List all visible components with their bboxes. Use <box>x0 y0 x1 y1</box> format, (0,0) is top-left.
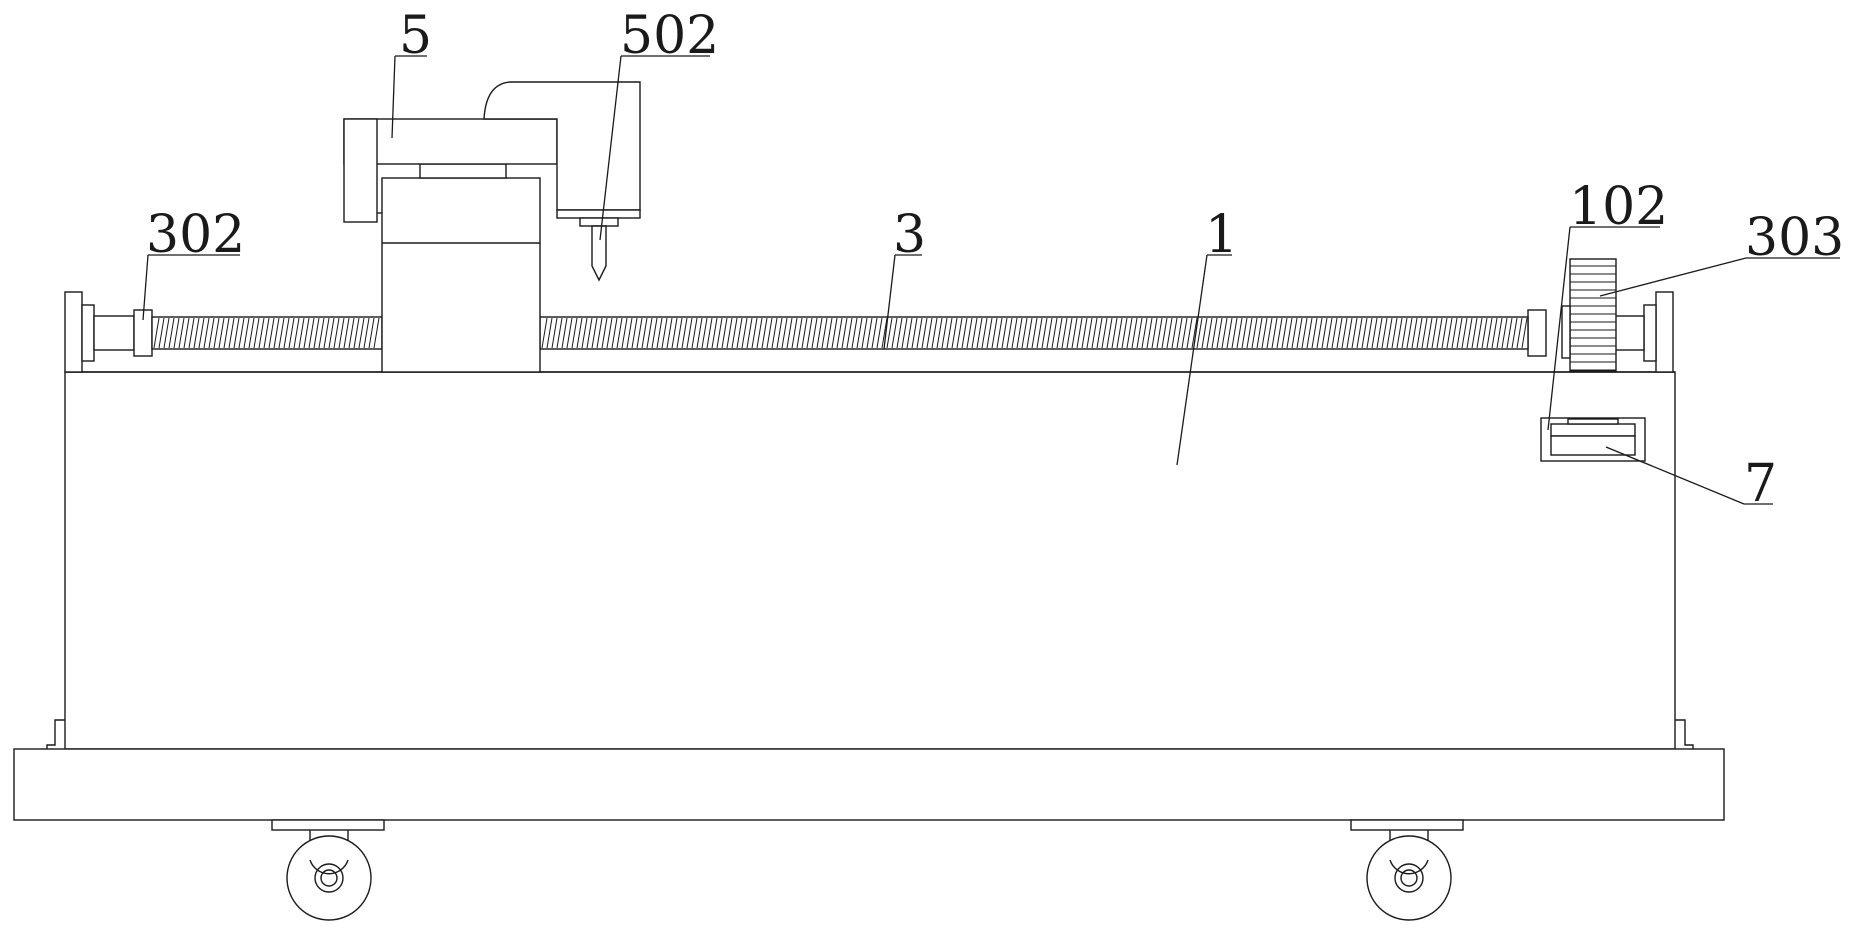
frame-body <box>64 371 1676 750</box>
carriage <box>343 81 641 373</box>
label-bracket: 102 <box>1569 177 1668 237</box>
label-frame: 1 <box>1205 205 1238 265</box>
screw-threads-left <box>153 317 380 349</box>
lead-screw <box>151 316 1529 350</box>
label-gear: 303 <box>1745 208 1844 268</box>
left-wheel <box>271 819 385 921</box>
label-nozzle: 502 <box>620 6 719 66</box>
label-screw: 3 <box>893 205 926 265</box>
screw-threads-right <box>541 317 1528 349</box>
label-left-bearing: 302 <box>146 205 245 265</box>
right-end-support <box>1527 291 1674 373</box>
gear <box>1561 258 1617 372</box>
leader-lines <box>142 55 1840 505</box>
frame-right-foot <box>1675 719 1694 749</box>
right-wheel <box>1350 819 1464 921</box>
left-end-support <box>64 291 153 373</box>
base-plate <box>13 748 1725 821</box>
motor-housing <box>1540 417 1646 462</box>
frame-left-foot <box>46 719 65 749</box>
label-motor: 7 <box>1744 454 1777 514</box>
label-carriage: 5 <box>399 6 432 66</box>
